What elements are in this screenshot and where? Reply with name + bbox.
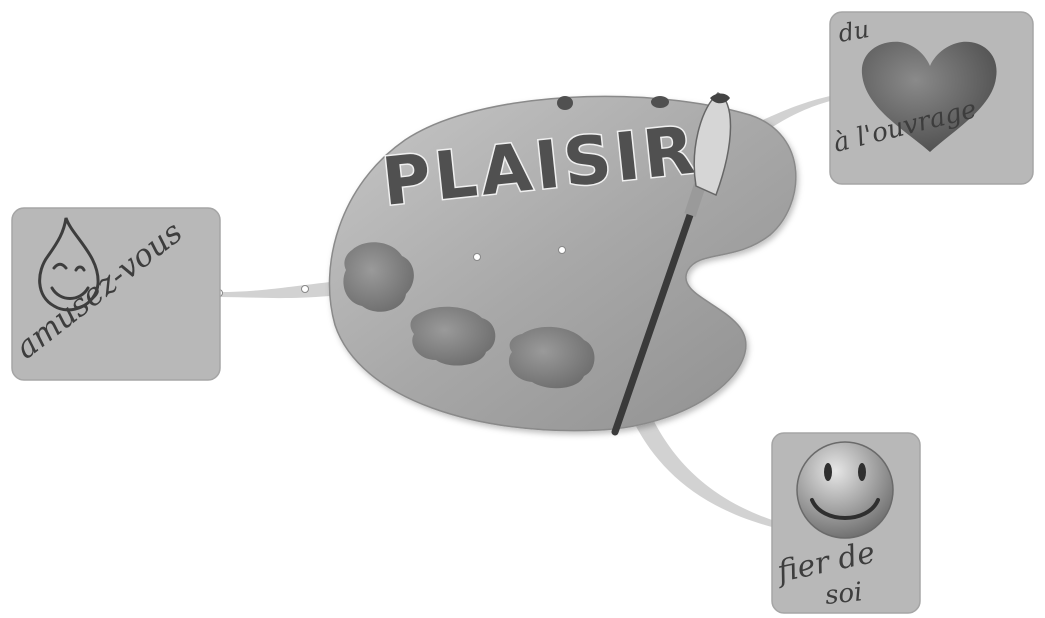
connector-handle[interactable] (474, 254, 481, 261)
connector-amusez (220, 282, 330, 298)
branch-card-fier[interactable]: fier de soi (772, 433, 920, 613)
connector-handle[interactable] (302, 286, 309, 293)
branch-label-coeur-top: du (836, 15, 871, 48)
branch-card-amusez[interactable]: amusez-vous (9, 208, 220, 380)
paint-drop (651, 96, 669, 108)
smiley-icon (797, 442, 893, 538)
paint-drop (557, 96, 573, 110)
branch-label-fier-bottom: soi (824, 577, 864, 611)
branch-card-coeur[interactable]: du à l'ouvrage (830, 12, 1033, 184)
connector-handle[interactable] (559, 247, 566, 254)
